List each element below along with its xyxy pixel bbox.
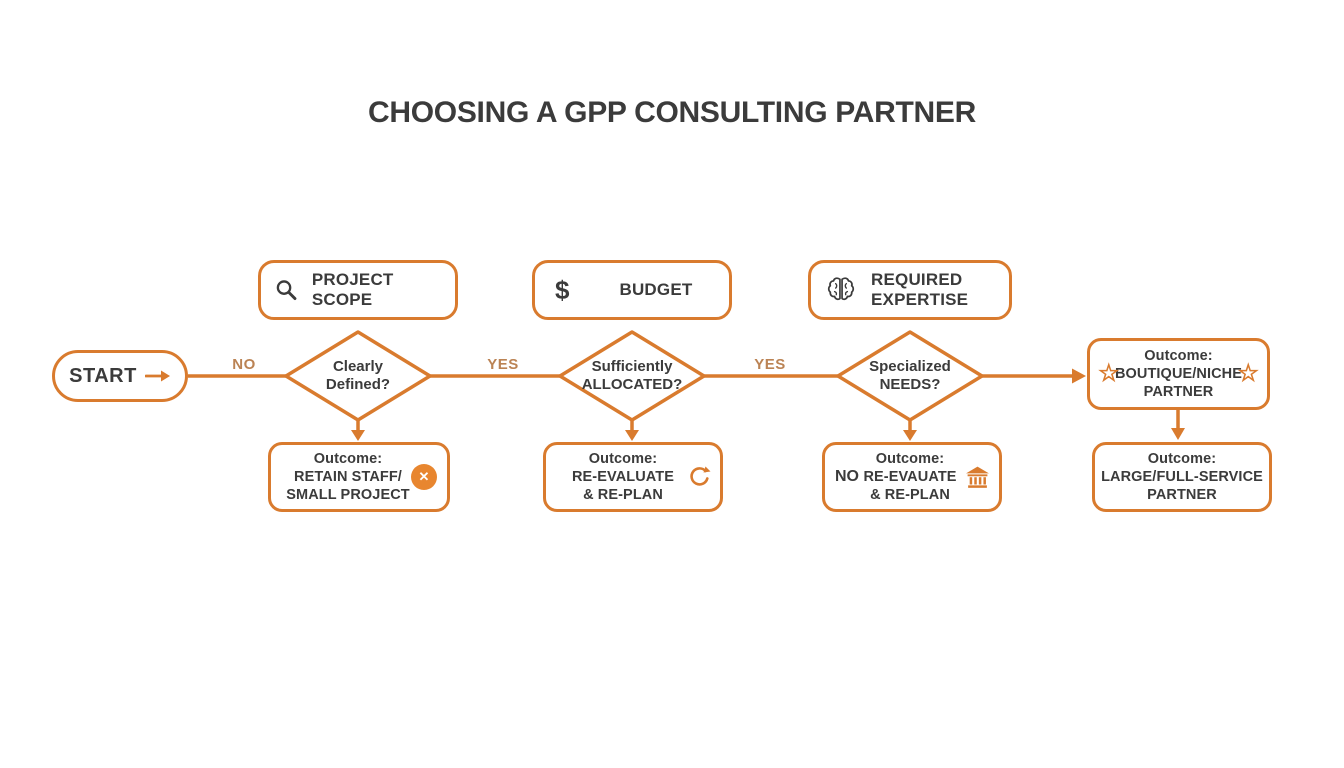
outcome-text: Outcome: RETAIN STAFF/ SMALL PROJECT (286, 450, 410, 504)
outcome-boutique-niche-partner: ☆ Outcome: BOUTIQUE/NICHE PARTNER ☆ (1087, 338, 1270, 410)
star-icon: ☆ (1237, 360, 1259, 387)
x-circle-icon: ✕ (411, 464, 437, 490)
edge-label-no: NO (232, 356, 256, 373)
outcome-reevaluate-replan-budget: Outcome: RE-EVALUATE & RE-PLAN (543, 442, 723, 512)
outcome-text: Outcome: RE-EVAUATE & RE-PLAN (863, 450, 957, 504)
edge-label-no-inline: NO (835, 468, 859, 485)
outcome-large-full-service-partner: Outcome: LARGE/FULL-SERVICE PARTNER (1092, 442, 1272, 512)
criterion-label: PROJECT SCOPE (311, 270, 394, 309)
outcome-reevaluate-replan-expertise: NO Outcome: RE-EVAUATE & RE-PLAN (822, 442, 1002, 512)
start-node: START (52, 350, 188, 402)
start-arrow-icon (144, 370, 170, 382)
outcome-text: Outcome: RE-EVALUATE & RE-PLAN (571, 450, 675, 504)
down-arrowhead-4 (1171, 428, 1185, 440)
criterion-budget: $ BUDGET (532, 260, 732, 320)
dollar-icon: $ (555, 274, 570, 305)
down-arrowhead-2 (625, 430, 639, 441)
outcome-text: Outcome: BOUTIQUE/NICHE PARTNER (1114, 347, 1243, 401)
magnifier-icon (276, 280, 297, 300)
decision-text-expertise: Specialized NEEDS? (869, 358, 951, 393)
outcome-retain-staff-small-project: Outcome: RETAIN STAFF/ SMALL PROJECT ✕ (268, 442, 450, 512)
decision-diamond-expertise (836, 330, 984, 422)
refresh-icon (686, 464, 712, 490)
page-title: CHOOSING A GPP CONSULTING PARTNER (368, 96, 976, 129)
decision-text-project-scope: Clearly Defined? (325, 358, 391, 393)
start-label: START (69, 364, 137, 387)
edge-label-yes-1: YES (487, 356, 519, 373)
criterion-project-scope: PROJECT SCOPE (258, 260, 458, 320)
down-arrowhead-3 (903, 430, 917, 441)
arrowhead-to-boutique (1072, 368, 1086, 384)
bank-icon (965, 465, 990, 490)
down-arrowhead-1 (351, 430, 365, 441)
decision-text-budget: Sufficiently ALLOCATED? (581, 358, 683, 393)
criterion-label: BUDGET (619, 280, 693, 300)
brain-icon (827, 277, 855, 301)
decision-diamond-budget (558, 330, 706, 422)
outcome-text: Outcome: LARGE/FULL-SERVICE PARTNER (1101, 450, 1263, 504)
edge-label-yes-2: YES (754, 356, 786, 373)
star-icon: ☆ (1098, 360, 1120, 387)
decision-diamond-project-scope (284, 330, 432, 422)
